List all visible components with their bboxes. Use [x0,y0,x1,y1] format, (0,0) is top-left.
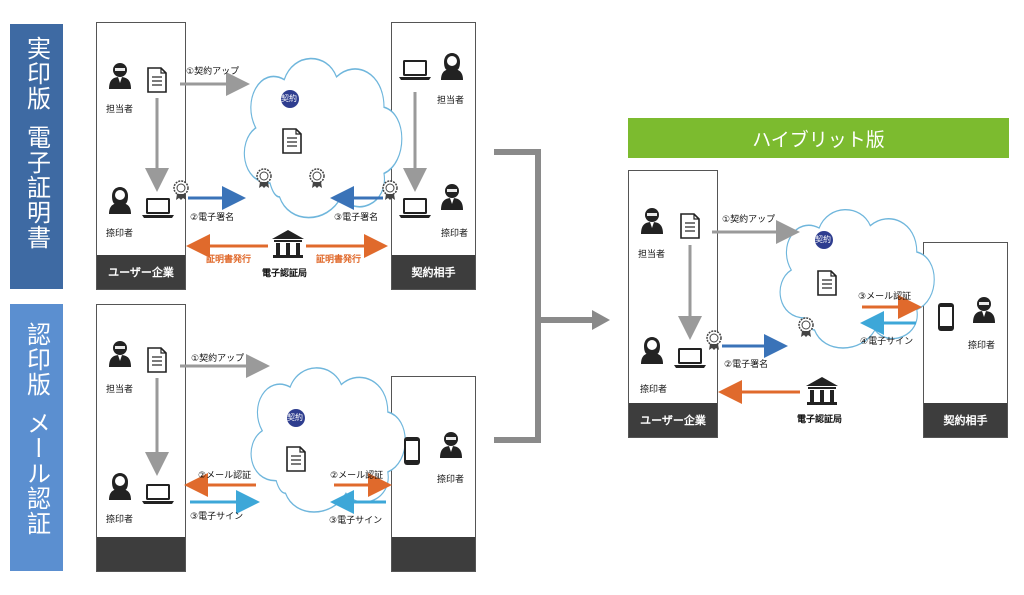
role-natsuin: 捺印者 [106,515,134,525]
step-esign-sign-4: ④電子サイン [860,337,914,347]
document-icon [282,128,302,154]
document-icon [817,270,837,296]
person-male-icon [109,63,131,89]
laptop-icon [399,60,431,80]
section-subtitle-jitsuin: 電子証明書 [22,125,51,250]
bank-icon [806,377,838,405]
jitsuin-user-footer: ユーザー企業 [97,255,185,289]
laptop-icon [399,198,431,218]
section-title-jitsuin: 実印版 [22,36,51,111]
merge-bracket [494,149,595,443]
role-natsuin: 捺印者 [437,475,465,485]
hybrid-partner-panel: 契約相手 [923,242,1008,438]
document-icon [680,213,700,239]
role-tanto: 担当者 [106,385,134,395]
contract-badge-icon [281,90,299,108]
seal-icon [706,330,722,351]
bank-icon [272,230,304,258]
seal-icon [798,317,814,338]
jitsuin-user-panel: ユーザー企業 [96,22,186,290]
step-contract-up: ①契約アップ [191,354,245,364]
person-male-icon [441,184,463,210]
step-esign-2: ②電子署名 [190,213,235,223]
step-esign-sign-3: ③電子サイン [329,516,383,526]
role-natsuin: 捺印者 [106,229,134,239]
role-natsuin: 捺印者 [968,341,996,351]
document-icon [147,67,167,93]
person-female-icon [441,53,463,80]
contract-badge-icon [815,231,833,249]
seal-icon [382,180,398,201]
step-mail-auth-2: ②メール認証 [198,471,252,481]
role-ca: 電子認証局 [797,415,843,425]
seal-icon [256,168,272,189]
hybrid-partner-footer: 契約相手 [924,403,1007,437]
mitomein-user-footer [97,537,185,571]
person-male-icon [440,432,462,458]
hybrid-user-footer: ユーザー企業 [629,403,717,437]
laptop-icon [142,484,174,504]
section-title-mitomein: 認印版 [22,322,51,397]
mitomein-partner-footer [392,537,475,571]
smartphone-icon [404,437,420,465]
section-label-jitsuin: 実印版 電子証明書 [10,24,63,289]
role-natsuin: 捺印者 [441,229,469,239]
document-icon [147,347,167,373]
smartphone-icon [938,303,954,331]
mitomein-user-panel [96,304,186,572]
hybrid-title: ハイブリット版 [628,118,1009,158]
person-female-icon [109,473,131,500]
person-male-icon [973,297,995,323]
step-cert-issue: 証明書発行 [316,255,362,265]
step-contract-up: ①契約アップ [722,215,776,225]
document-icon [286,446,306,472]
contract-badge-icon [287,409,305,427]
laptop-icon [674,348,706,368]
contract-badge-label: 契約 [281,94,297,103]
step-mail-auth-3: ③メール認証 [858,292,912,302]
mitomein-partner-panel [391,376,476,572]
cloud-icon [243,57,403,219]
role-natsuin: 捺印者 [640,385,668,395]
role-tanto: 担当者 [106,105,134,115]
laptop-icon [142,198,174,218]
contract-badge-label: 契約 [815,235,831,244]
step-esign-2: ②電子署名 [724,360,769,370]
person-male-icon [641,208,663,234]
step-esign-3: ③電子署名 [334,213,379,223]
step-mail-auth-2: ②メール認証 [330,471,384,481]
seal-icon [173,180,189,201]
section-subtitle-mitomein: メール認証 [22,411,51,536]
person-female-icon [109,187,131,214]
hybrid-user-panel: ユーザー企業 [628,170,718,438]
section-label-mitomein: 認印版 メール認証 [10,304,63,571]
role-tanto: 担当者 [638,250,666,260]
role-ca: 電子認証局 [262,269,308,279]
step-esign-sign-3: ③電子サイン [190,512,244,522]
person-male-icon [109,341,131,367]
merge-arrow-head [592,310,610,330]
jitsuin-partner-footer: 契約相手 [392,255,475,289]
step-contract-up: ①契約アップ [186,67,240,77]
step-cert-issue: 証明書発行 [206,255,252,265]
contract-badge-label: 契約 [287,413,303,422]
person-female-icon [641,337,663,364]
cloud-icon [250,367,406,513]
role-tanto: 担当者 [437,96,465,106]
